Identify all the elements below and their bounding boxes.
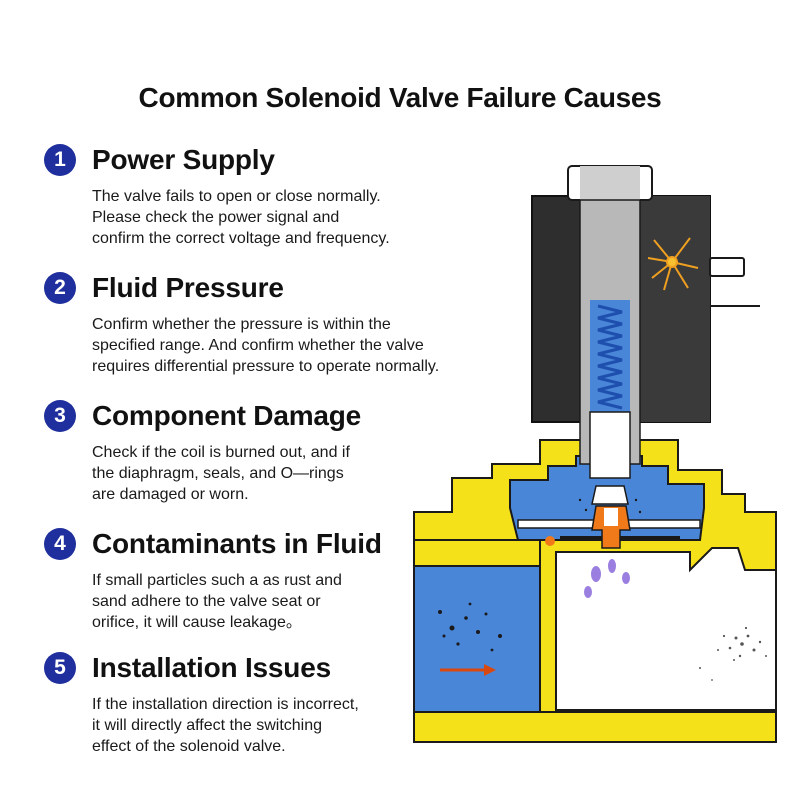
cause-description: If the installation direction is incorre…: [92, 696, 359, 755]
cause-header: 5 Installation Issues: [44, 648, 514, 688]
number-badge: 5: [44, 652, 76, 684]
cause-description: The valve fails to open or close normall…: [92, 188, 390, 247]
cause-header: 1 Power Supply: [44, 140, 514, 180]
cause-title: Installation Issues: [92, 652, 331, 683]
cause-description: Confirm whether the pressure is within t…: [92, 316, 440, 375]
electrical-terminal: [709, 257, 760, 307]
cause-contaminants: 4 Contaminants in Fluid If small particl…: [44, 524, 514, 633]
cause-header: 2 Fluid Pressure: [44, 268, 514, 308]
number-badge: 4: [44, 528, 76, 560]
number-badge: 1: [44, 144, 76, 176]
leak-droplets-icon: [584, 559, 630, 598]
number-badge: 2: [44, 272, 76, 304]
dirt-cluster: [699, 626, 767, 681]
valve-seat-seal: [591, 505, 631, 549]
top-nut: [567, 165, 653, 201]
cause-header: 3 Component Damage: [44, 396, 514, 436]
inlet-fluid: [413, 565, 541, 713]
cause-fluid-pressure: 2 Fluid Pressure Confirm whether the pre…: [44, 268, 514, 377]
cause-power-supply: 1 Power Supply The valve fails to open o…: [44, 140, 514, 249]
body-flanges: [413, 539, 777, 743]
cause-title: Fluid Pressure: [92, 272, 284, 303]
cause-description: Check if the coil is burned out, and if …: [92, 444, 350, 503]
cause-header: 4 Contaminants in Fluid: [44, 524, 514, 564]
cause-title: Contaminants in Fluid: [92, 528, 382, 559]
spring: [597, 304, 623, 410]
solenoid-valve-diagram: [413, 165, 777, 743]
page-title: Common Solenoid Valve Failure Causes: [138, 82, 662, 113]
plunger: [589, 411, 631, 505]
outlet-cavity: [555, 547, 777, 711]
cause-title: Power Supply: [92, 144, 275, 175]
number-badge: 3: [44, 400, 76, 432]
cause-installation: 5 Installation Issues If the installatio…: [44, 648, 514, 757]
cause-description: If small particles such a as rust and sa…: [92, 572, 342, 631]
cause-title: Component Damage: [92, 400, 362, 431]
cause-component-damage: 3 Component Damage Check if the coil is …: [44, 396, 514, 505]
contaminant-particles: [438, 498, 642, 652]
flow-arrow-icon: [440, 664, 496, 676]
spark-icon: [647, 237, 699, 291]
